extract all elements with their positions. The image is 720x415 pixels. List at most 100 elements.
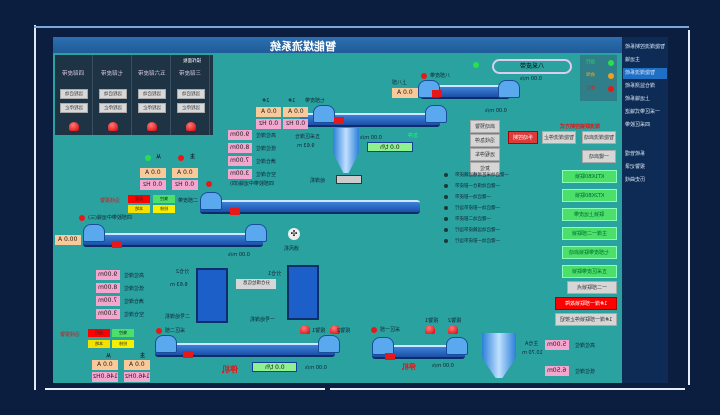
level-value: 8.00m	[228, 143, 252, 153]
belt-2-speed: 0.00 m/s	[305, 365, 327, 371]
legend-dot	[608, 60, 614, 66]
level-label: 满仓煤位	[124, 299, 145, 305]
level-label: 空仓煤位	[256, 172, 277, 178]
belt-roller	[83, 224, 105, 242]
bunker-level: 9.63 m	[297, 143, 315, 149]
status-lamp	[108, 122, 118, 131]
belt-4-current-sub: 0.0 A	[140, 168, 166, 178]
belt-2-freq-main: 146.0Hz	[124, 372, 150, 382]
belt-1-conveyor	[372, 345, 465, 359]
sequence-step: 一键启动运输皮带运行	[455, 228, 500, 233]
sequence-bullet	[444, 184, 448, 188]
sidebar-item[interactable]: 上运输系统	[625, 96, 651, 102]
control-column: 七部皮带远程启动远程停止	[94, 55, 132, 135]
mid-control-button[interactable]: 远程停车	[470, 148, 500, 161]
green-interlock-button[interactable]: KT2KB0联锁	[562, 189, 617, 202]
belt-roller	[372, 337, 394, 355]
interlock-point-button[interactable]: 一二部联锁点	[567, 281, 617, 294]
alarm-label: 沿线报警	[100, 198, 121, 204]
motor-indicator	[385, 353, 395, 360]
remote-stop-button[interactable]: 远程停止	[99, 103, 127, 113]
remote-start-button[interactable]: 远程启动	[99, 89, 127, 99]
sequence-step: 一键启动采区溜槽运输皮带	[455, 173, 509, 178]
remote-start-button[interactable]: 远程启动	[177, 89, 205, 99]
status-dot	[79, 215, 85, 221]
sequence-step: 一键启动煤仓一部皮带	[455, 184, 500, 189]
belt-roller	[446, 337, 468, 355]
tag-run: 运行	[88, 329, 110, 337]
sequence-bullet	[444, 228, 448, 232]
level-value: 9.00m	[228, 130, 252, 140]
belt-7-motor-2: 2#	[262, 98, 270, 104]
alarm-lamp	[330, 325, 340, 334]
interlock-button[interactable]: 一键启动	[582, 150, 616, 163]
tag-maint: 检修	[153, 205, 175, 213]
green-interlock-button[interactable]: 联锁上运皮带	[562, 208, 617, 221]
frame-line	[34, 25, 36, 390]
green-interlock-button[interactable]: 五采区皮带联锁	[562, 265, 617, 278]
mid-control-button[interactable]: 启动预警	[470, 120, 500, 133]
green-interlock-button[interactable]: KT1KB0联锁	[562, 170, 617, 183]
sequence-step: 一键启动一部皮带运行	[455, 206, 500, 211]
frame-line	[688, 30, 690, 385]
remote-stop-button[interactable]: 远程停止	[60, 103, 88, 113]
remote-start-button[interactable]: 远程启动	[60, 89, 88, 99]
sidebar-item[interactable]: 煤仓监测系统	[625, 83, 656, 89]
stop-button[interactable]: 1#煤一部联锁停止按钮	[555, 313, 617, 326]
bin-2	[196, 268, 228, 323]
sequence-bullet	[444, 206, 448, 210]
alarm-label: 沿线报警	[60, 332, 81, 338]
feeder-label: 给煤机	[310, 178, 326, 184]
sequence-bullet	[444, 173, 448, 177]
sidebar-item[interactable]: 报警记录	[625, 164, 646, 170]
status-dot	[156, 328, 162, 334]
frame-line	[45, 388, 325, 390]
belt-7-status: 急停	[408, 133, 419, 139]
interlock-button[interactable]: 智能煤流停止	[542, 131, 576, 144]
bin-1-feeder: 一号给煤机	[250, 317, 276, 323]
level-value: 9.00m	[96, 270, 120, 280]
belt-2-current-sub: 0.0 A	[92, 360, 118, 370]
mid-control-button[interactable]: 沿线急停	[470, 134, 500, 147]
sidebar-item[interactable]: 历史曲线	[625, 177, 646, 183]
tag-remote: 远程	[128, 195, 150, 203]
fault-button[interactable]: 1#煤一部联锁故障	[555, 297, 617, 310]
remote-start-button[interactable]: 远程启动	[138, 89, 166, 99]
belt-4-main: 主	[190, 154, 196, 160]
belt-4-current-main: 0.0 A	[172, 168, 198, 178]
belt-3-conveyor	[83, 233, 263, 247]
belt-7-freq-1: 0.0 Hz	[283, 119, 308, 129]
belt-1-label: 采区一部	[380, 327, 401, 333]
control-column: 三部皮带远程启动远程停止	[172, 55, 210, 135]
belt-7-current-2: 0.0 A	[256, 107, 281, 117]
manual-control-button[interactable]: 手动控制	[508, 131, 538, 144]
control-column: 五六部皮带远程启动远程停止	[133, 55, 171, 135]
bunker-label: 五采区煤仓	[295, 134, 321, 140]
legend-label: 停止	[586, 86, 595, 91]
alarm-lamp-label: 报警1	[312, 328, 326, 334]
interlock-button[interactable]: 智能煤流启动	[582, 131, 616, 144]
sidebar-item[interactable]: 智能煤流控制系统	[625, 44, 666, 50]
sidebar-item[interactable]: 智能煤流系统	[623, 68, 667, 79]
remote-stop-button[interactable]: 远程停止	[138, 103, 166, 113]
sidebar-item[interactable]: 系统管理	[625, 151, 646, 157]
green-interlock-button[interactable]: 主煤一二部联锁	[562, 227, 617, 240]
belt-3-speed: 0.00 m/s	[228, 252, 250, 258]
motor-indicator	[183, 351, 193, 358]
sidebar-item[interactable]: 主运输	[625, 57, 641, 63]
belt-2-conveyor	[155, 343, 335, 357]
frame-line	[34, 26, 689, 28]
main-belt-header: 八采皮带	[492, 59, 572, 74]
motor-indicator	[230, 208, 240, 215]
silo-a-low-label: 低位煤位	[575, 369, 596, 375]
belt-roller	[155, 335, 177, 353]
green-interlock-button[interactable]: 七部皮带联锁启动	[562, 246, 617, 259]
frame-line	[330, 388, 685, 390]
sidebar-item[interactable]: 四采区胶带	[625, 122, 651, 128]
sidebar-item[interactable]: 一采区带式输送	[625, 109, 661, 115]
remote-stop-button[interactable]: 远程停止	[177, 103, 205, 113]
belt-roller	[313, 105, 335, 123]
mid-control-button[interactable]: 复位	[470, 162, 500, 175]
belt-roller	[245, 224, 267, 242]
belt-2-sub: 从	[106, 353, 112, 359]
